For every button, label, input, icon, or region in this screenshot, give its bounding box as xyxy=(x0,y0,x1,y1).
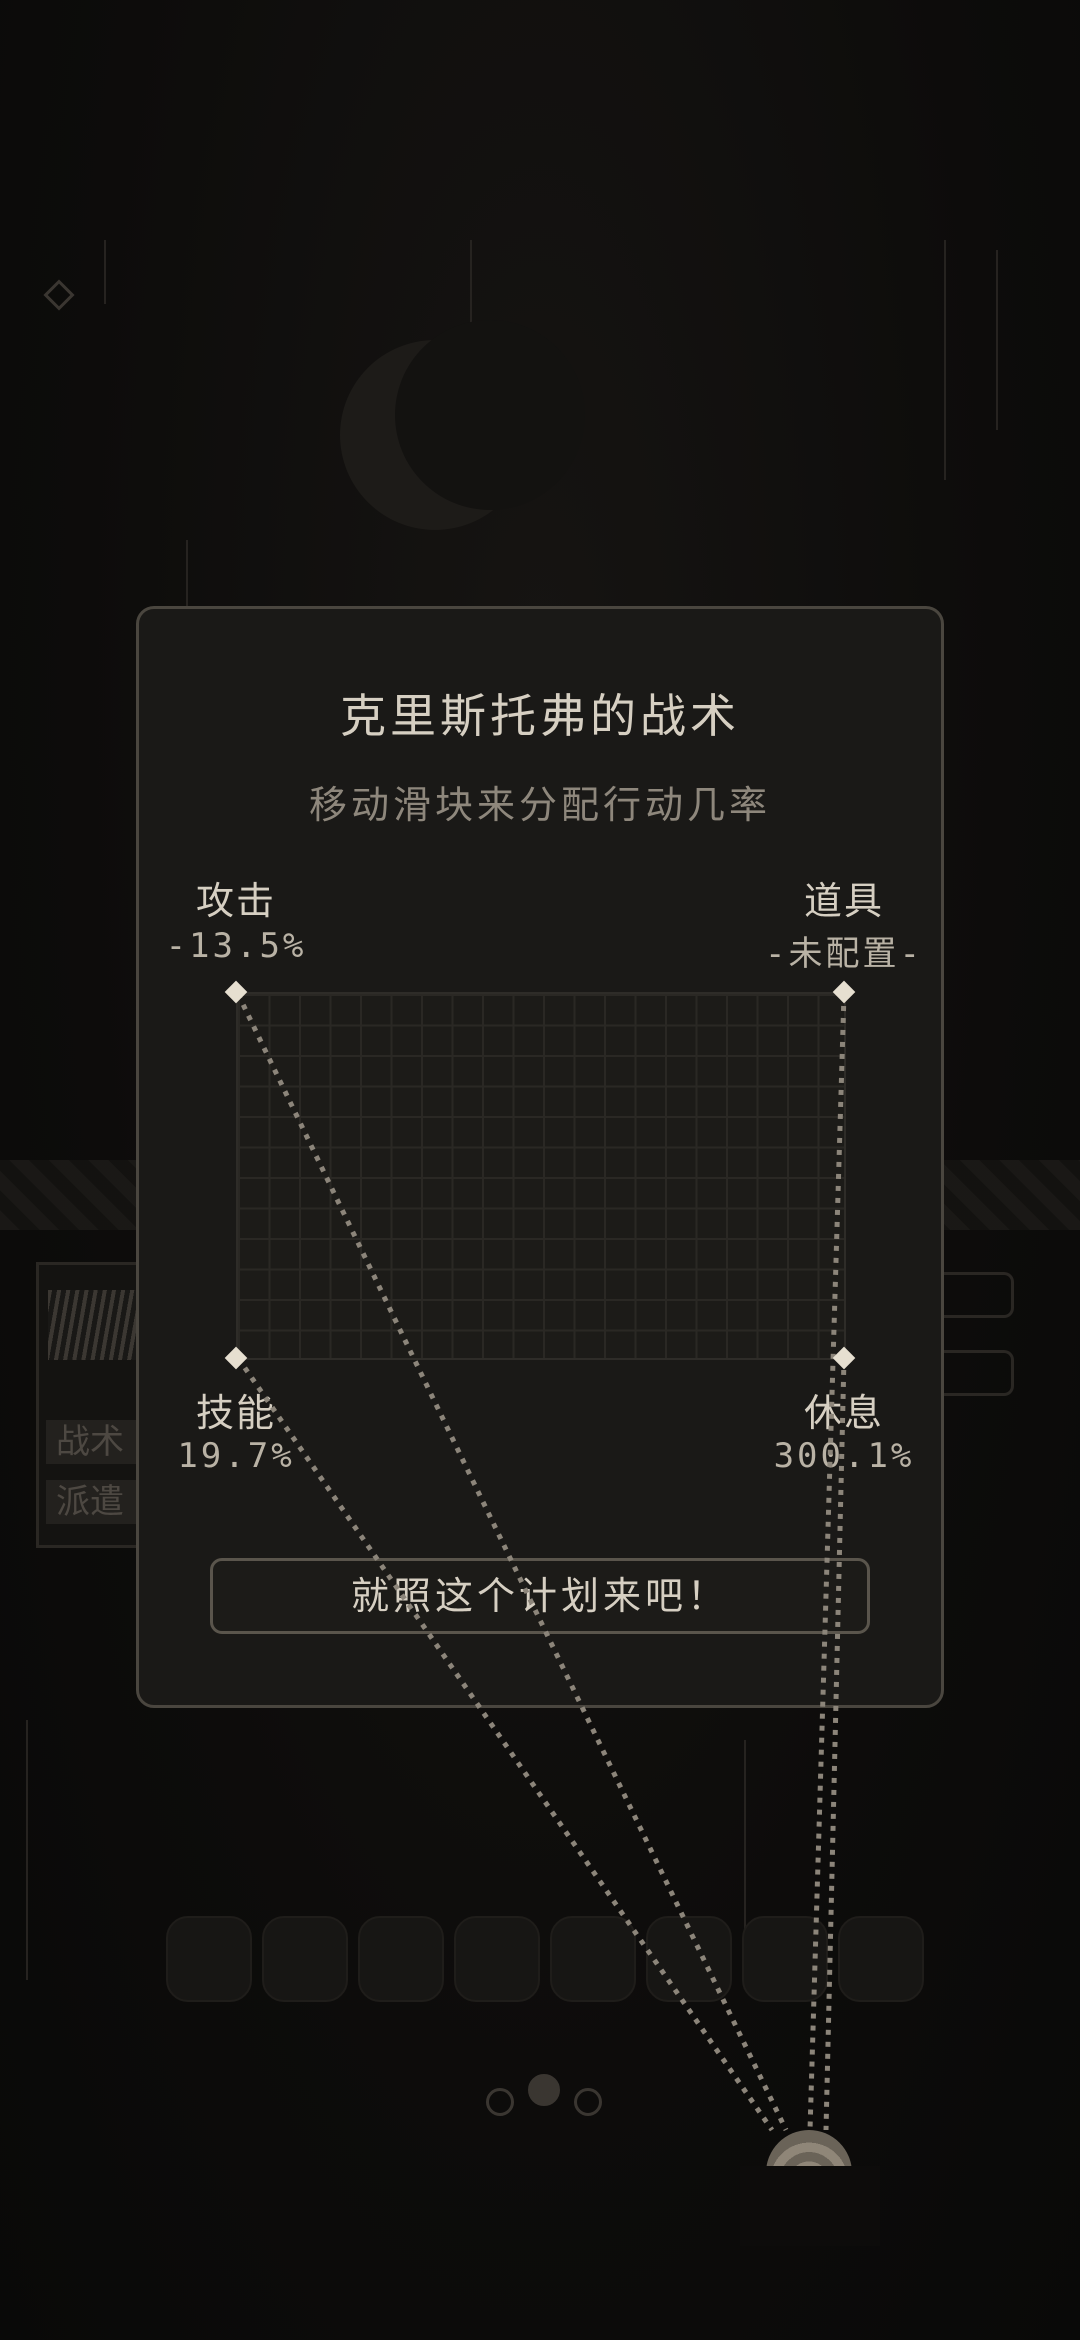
confirm-plan-button[interactable]: 就照这个计划来吧！ xyxy=(210,1558,870,1634)
background-tab-tactics: 战术 xyxy=(46,1420,146,1464)
sparkle-icon xyxy=(43,279,75,311)
attack-value: -13.5% xyxy=(165,926,307,966)
character-hair xyxy=(48,1290,138,1360)
attack-label: 攻击 xyxy=(195,879,276,923)
rain-streak xyxy=(26,1720,28,1980)
skill-label: 技能 xyxy=(195,1391,276,1435)
page-indicator-dot-active xyxy=(528,2074,560,2106)
rain-streak xyxy=(470,240,472,330)
skill-slot xyxy=(454,1916,540,2002)
background-tab-dispatch: 派遣 xyxy=(46,1480,146,1524)
skill-slot xyxy=(838,1916,924,2002)
tactic-grid[interactable] xyxy=(236,992,846,1360)
skill-value: 19.7% xyxy=(177,1436,295,1476)
skill-slot xyxy=(262,1916,348,2002)
page-indicator-dot xyxy=(486,2088,514,2116)
background-bar xyxy=(941,1350,1014,1396)
rest-label: 休息 xyxy=(803,1391,884,1435)
dialog-subtitle: 移动滑块来分配行动几率 xyxy=(308,783,771,827)
item-label: 道具 xyxy=(803,879,884,923)
background-bar xyxy=(941,1272,1014,1318)
item-value: -未配置- xyxy=(765,934,923,974)
rain-streak xyxy=(744,1740,746,1940)
rain-streak xyxy=(104,240,106,304)
dialog-title: 克里斯托弗的战术 xyxy=(340,689,740,743)
skill-slot xyxy=(166,1916,252,2002)
skill-slot xyxy=(646,1916,732,2002)
rest-value: 300.1% xyxy=(773,1436,915,1476)
skill-slot xyxy=(358,1916,444,2002)
skill-slot xyxy=(550,1916,636,2002)
rain-streak xyxy=(944,240,946,480)
skill-slot xyxy=(742,1916,828,2002)
page-indicator-dot xyxy=(574,2088,602,2116)
rain-streak xyxy=(996,250,998,430)
